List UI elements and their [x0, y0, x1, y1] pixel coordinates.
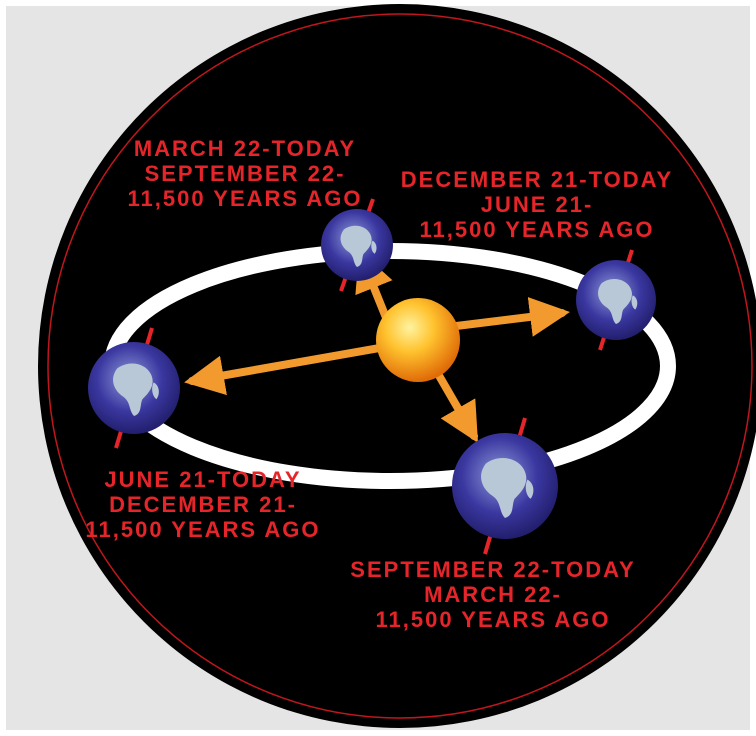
label-march-line-2: SEPTEMBER 22- [145, 161, 346, 186]
earth-bottom [452, 417, 558, 555]
label-march: MARCH 22-TODAY SEPTEMBER 22- 11,500 YEAR… [128, 136, 363, 211]
earth-left [88, 327, 180, 449]
sun-icon [376, 298, 460, 382]
arrow-to-left-earth [184, 343, 389, 396]
label-september-line-1: SEPTEMBER 22-TODAY [350, 557, 635, 582]
arrow-to-right-earth [436, 297, 570, 337]
label-june-line-1: JUNE 21-TODAY [104, 467, 301, 492]
direction-arrows [184, 250, 570, 443]
label-june-line-3: 11,500 YEARS AGO [86, 517, 321, 542]
earth-right [576, 249, 656, 351]
label-june: JUNE 21-TODAY DECEMBER 21- 11,500 YEARS … [86, 467, 321, 542]
earth-top [321, 198, 393, 292]
label-december-line-2: JUNE 21- [481, 192, 594, 217]
label-december: DECEMBER 21-TODAY JUNE 21- 11,500 YEARS … [401, 167, 673, 242]
label-september: SEPTEMBER 22-TODAY MARCH 22- 11,500 YEAR… [350, 557, 635, 632]
label-december-line-3: 11,500 YEARS AGO [420, 217, 655, 242]
label-june-line-2: DECEMBER 21- [109, 492, 297, 517]
label-september-line-2: MARCH 22- [424, 582, 562, 607]
disc-outline [47, 13, 753, 719]
label-december-line-1: DECEMBER 21-TODAY [401, 167, 673, 192]
label-march-line-3: 11,500 YEARS AGO [128, 186, 363, 211]
label-september-line-3: 11,500 YEARS AGO [376, 607, 611, 632]
label-march-line-1: MARCH 22-TODAY [134, 136, 356, 161]
